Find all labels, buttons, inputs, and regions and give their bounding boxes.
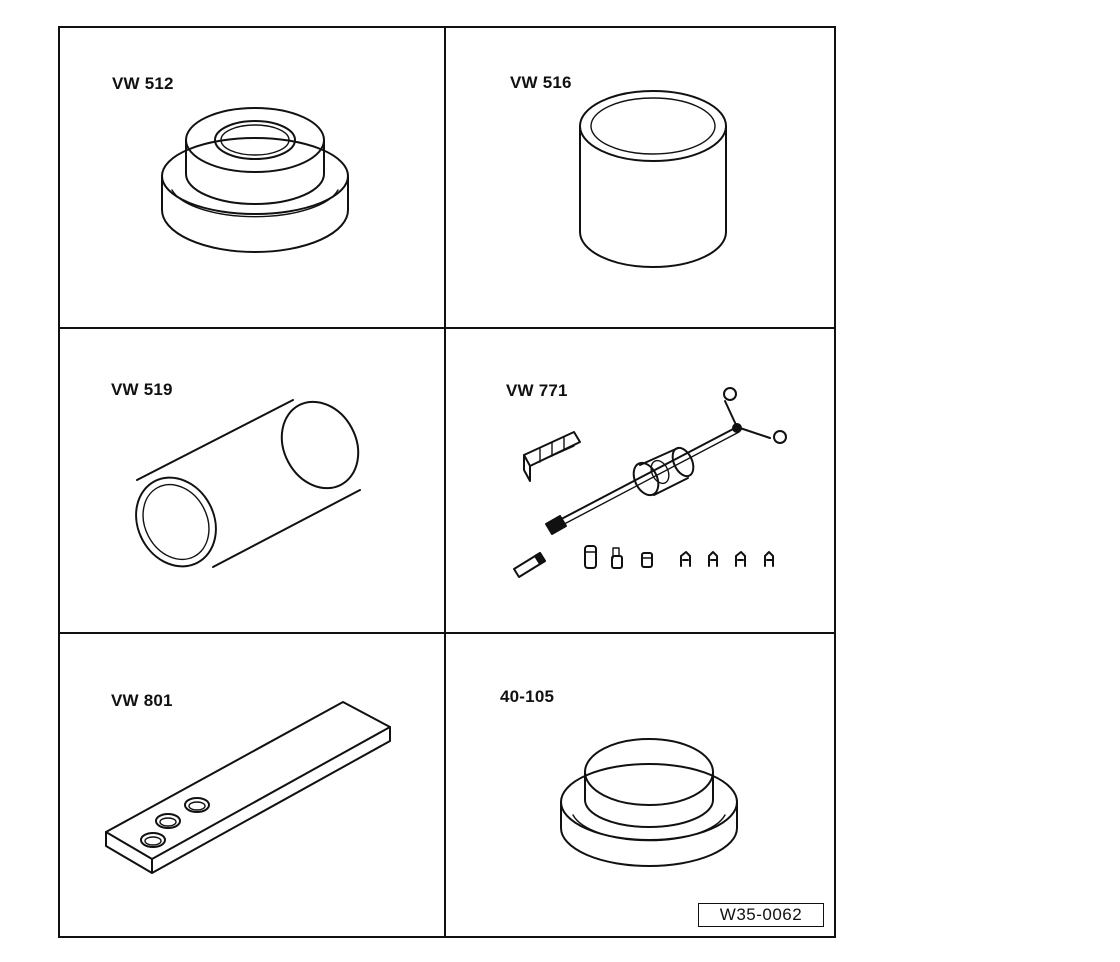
panel-label-vw771: VW 771 (506, 381, 568, 400)
slide-hammer-puller-set-icon (513, 387, 787, 578)
panel-label-vw512: VW 512 (112, 74, 174, 93)
grid-divider-horizontal-1 (58, 327, 836, 329)
flat-plate-with-holes-icon (105, 701, 391, 874)
cylinder-sleeve-tool-icon (579, 90, 727, 268)
stepped-disc-tool-icon (560, 738, 738, 867)
panel-label-vw516: VW 516 (510, 73, 572, 92)
panel-label-40-105: 40-105 (500, 687, 555, 706)
grid-divider-horizontal-2 (58, 632, 836, 634)
tube-drift-tool-icon (135, 399, 361, 568)
figure-reference-number: W35-0062 (698, 903, 824, 927)
grid-divider-vertical (444, 26, 446, 938)
panel-label-vw519: VW 519 (111, 380, 173, 399)
figure-frame (58, 26, 836, 938)
stepped-ring-tool-icon (161, 107, 349, 253)
panel-label-vw801: VW 801 (111, 691, 173, 710)
